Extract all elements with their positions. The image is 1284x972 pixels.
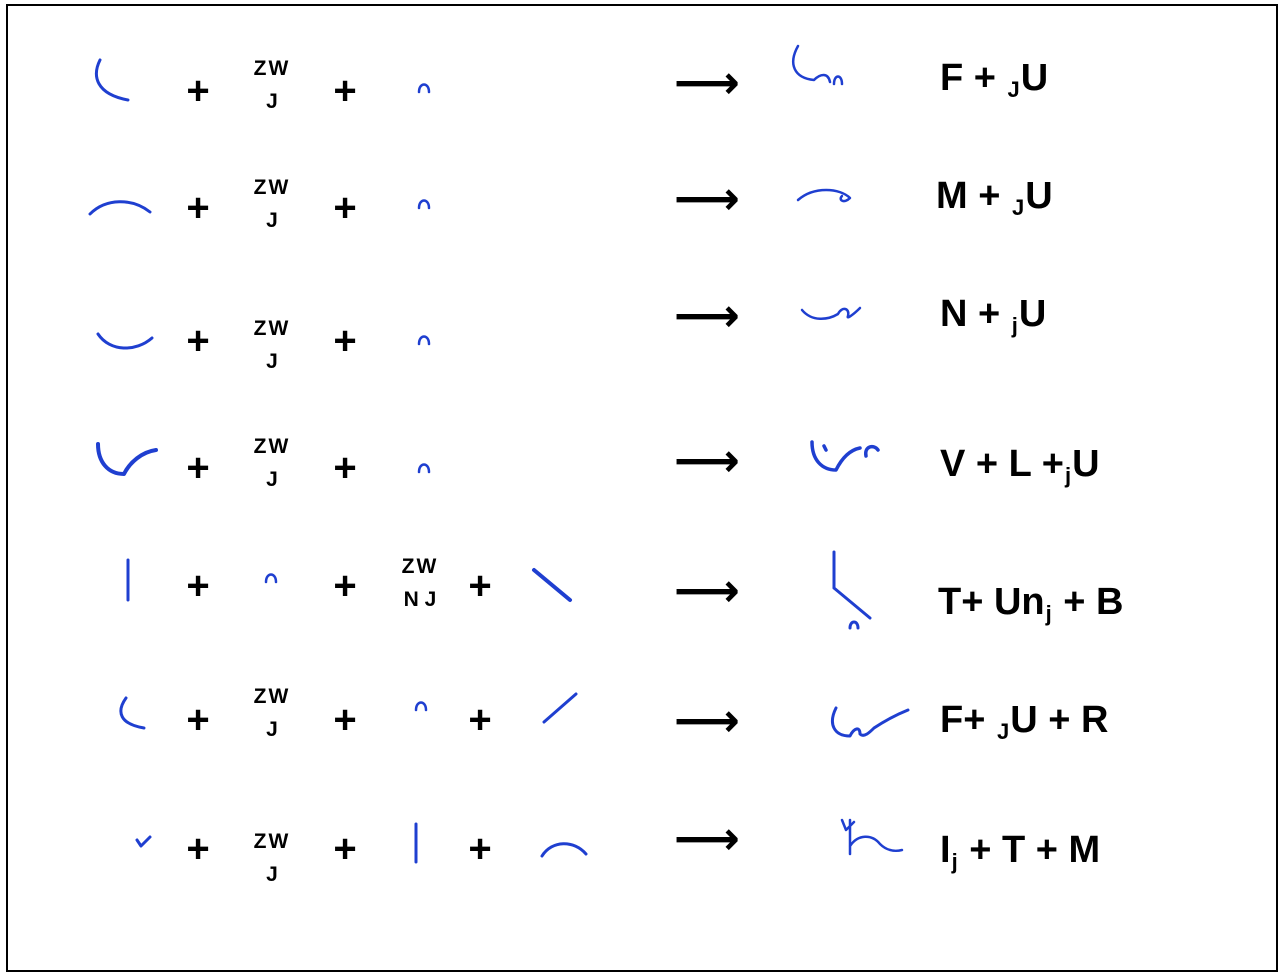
zwj-top: ZW bbox=[254, 436, 291, 457]
plus-sign: + bbox=[468, 829, 491, 869]
v-l-stroke-glyph bbox=[90, 438, 162, 482]
arrow: ⟶ bbox=[674, 697, 740, 743]
result-tail: U + R bbox=[1010, 699, 1108, 741]
m-stroke-glyph bbox=[538, 836, 590, 862]
result-label: T+ Unj + B bbox=[938, 583, 1124, 625]
zwj-bottom: J bbox=[254, 210, 291, 231]
result-main: F+ bbox=[940, 699, 996, 741]
zwj-label: ZW J bbox=[254, 177, 291, 231]
plus-sign: + bbox=[186, 188, 209, 228]
u-hook-glyph bbox=[415, 194, 435, 214]
zwnj-bottom: N J bbox=[402, 589, 439, 610]
t-stroke-glyph bbox=[120, 556, 136, 606]
plus-sign: + bbox=[333, 188, 356, 228]
result-tail: U bbox=[1021, 57, 1048, 99]
u-hook-glyph bbox=[415, 330, 435, 350]
b-stroke-glyph bbox=[528, 564, 576, 604]
result-glyph-f-ju bbox=[786, 42, 852, 92]
plus-sign: + bbox=[468, 700, 491, 740]
u-hook-glyph bbox=[262, 568, 282, 588]
zwj-top: ZW bbox=[254, 831, 291, 852]
result-sub: J bbox=[1012, 195, 1024, 220]
result-glyph-f-ju-r bbox=[826, 702, 912, 746]
u-hook-glyph bbox=[412, 696, 432, 716]
arrow: ⟶ bbox=[674, 815, 740, 861]
result-main: V + L + bbox=[940, 443, 1064, 485]
plus-sign: + bbox=[186, 829, 209, 869]
result-sub: j bbox=[1012, 313, 1018, 338]
result-tail: U bbox=[1072, 443, 1099, 485]
zwnj-top: ZW bbox=[402, 556, 439, 577]
u-hook-glyph bbox=[415, 78, 435, 98]
result-tail: + T + M bbox=[959, 829, 1100, 871]
result-label: F + JU bbox=[940, 59, 1048, 101]
t-stroke-glyph bbox=[408, 820, 424, 866]
r-stroke-glyph bbox=[540, 690, 580, 726]
arrow: ⟶ bbox=[674, 437, 740, 483]
plus-sign: + bbox=[333, 321, 356, 361]
plus-sign: + bbox=[468, 566, 491, 606]
result-label: Ij + T + M bbox=[940, 831, 1100, 873]
plus-sign: + bbox=[186, 566, 209, 606]
plus-sign: + bbox=[333, 700, 356, 740]
result-glyph-m-ju bbox=[794, 184, 860, 214]
result-main: I bbox=[940, 829, 951, 871]
zwj-bottom: J bbox=[254, 351, 291, 372]
zwj-label: ZW J bbox=[254, 318, 291, 372]
zwj-bottom: J bbox=[254, 719, 291, 740]
result-sub: J bbox=[1008, 77, 1020, 102]
zwj-top: ZW bbox=[254, 177, 291, 198]
zwnj-label: ZW N J bbox=[402, 556, 439, 610]
n-stroke-glyph bbox=[92, 326, 156, 356]
f-stroke-glyph bbox=[88, 56, 144, 106]
result-main: M + bbox=[936, 175, 1011, 217]
m-stroke-glyph bbox=[86, 194, 154, 220]
zwj-label: ZW J bbox=[254, 831, 291, 885]
arrow: ⟶ bbox=[674, 567, 740, 613]
plus-sign: + bbox=[333, 829, 356, 869]
result-glyph-i-t-m bbox=[836, 816, 908, 862]
plus-sign: + bbox=[186, 700, 209, 740]
result-glyph-v-l-ju bbox=[804, 436, 884, 480]
result-glyph-t-un-b bbox=[822, 548, 878, 634]
result-label: V + L +jU bbox=[940, 445, 1100, 487]
zwj-bottom: J bbox=[254, 469, 291, 490]
result-sub: j bbox=[1065, 463, 1071, 488]
result-label: N + jU bbox=[940, 295, 1046, 337]
zwj-label: ZW J bbox=[254, 686, 291, 740]
result-sub: j bbox=[1046, 601, 1052, 626]
zwj-top: ZW bbox=[254, 686, 291, 707]
result-tail: + B bbox=[1053, 581, 1124, 623]
zwj-top: ZW bbox=[254, 318, 291, 339]
result-tail: U bbox=[1019, 293, 1046, 335]
plus-sign: + bbox=[333, 71, 356, 111]
result-sub: j bbox=[952, 849, 958, 874]
arrow: ⟶ bbox=[674, 292, 740, 338]
i-tick-glyph bbox=[134, 834, 154, 850]
result-glyph-n-ju bbox=[798, 298, 866, 328]
result-label: M + JU bbox=[936, 177, 1053, 219]
f-stroke-glyph bbox=[114, 694, 154, 734]
result-main: N + bbox=[940, 293, 1011, 335]
result-sub: J bbox=[997, 719, 1009, 744]
u-hook-glyph bbox=[415, 458, 435, 478]
result-main: F + bbox=[940, 57, 1007, 99]
zwj-label: ZW J bbox=[254, 58, 291, 112]
plus-sign: + bbox=[186, 448, 209, 488]
plus-sign: + bbox=[333, 566, 356, 606]
zwj-label: ZW J bbox=[254, 436, 291, 490]
zwj-bottom: J bbox=[254, 91, 291, 112]
result-tail: U bbox=[1025, 175, 1052, 217]
plus-sign: + bbox=[186, 71, 209, 111]
plus-sign: + bbox=[333, 448, 356, 488]
arrow: ⟶ bbox=[674, 175, 740, 221]
zwj-bottom: J bbox=[254, 864, 291, 885]
result-label: F+ JU + R bbox=[940, 701, 1108, 743]
plus-sign: + bbox=[186, 321, 209, 361]
result-main: T+ Un bbox=[938, 581, 1045, 623]
arrow: ⟶ bbox=[674, 59, 740, 105]
zwj-top: ZW bbox=[254, 58, 291, 79]
